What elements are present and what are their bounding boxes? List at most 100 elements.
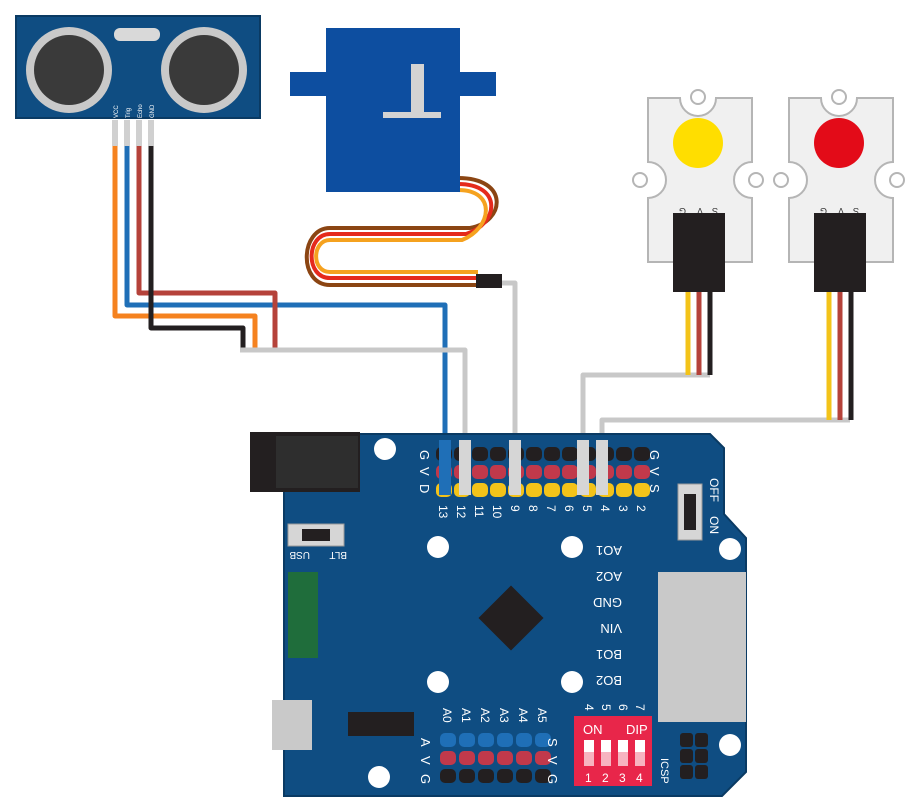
dip-bottom-number: 4	[636, 771, 643, 785]
header-vcc-pin	[526, 465, 542, 479]
led-red-connector	[814, 213, 866, 292]
right-label-ao2: AO2	[596, 569, 622, 584]
analog-signal-pin	[516, 733, 532, 747]
header-signal-pin	[616, 483, 632, 497]
usb-label: USB	[289, 549, 310, 560]
ultrasonic-echo-wire	[136, 145, 278, 350]
analog-vcc-pin	[516, 751, 532, 765]
header-vcc-pin	[544, 465, 560, 479]
analog-gnd-pin	[535, 769, 551, 783]
analog-pin-label: A0	[440, 708, 454, 723]
analog-pin-label: A2	[478, 708, 492, 723]
header-gnd-pin	[526, 447, 542, 461]
led-module-yellow: G V S	[632, 89, 764, 292]
servo-connector	[476, 274, 502, 288]
digital-pin-number: 3	[616, 505, 630, 512]
dip-top-number: 6	[616, 704, 630, 711]
header-signal-pin	[544, 483, 560, 497]
analog-gnd-pin	[497, 769, 513, 783]
dip-lever[interactable]	[601, 740, 611, 766]
analog-vcc-pin	[440, 751, 456, 765]
analog-pin-label: A4	[516, 708, 530, 723]
header-left-label-v: V	[417, 467, 432, 476]
analog-signal-pin	[535, 733, 551, 747]
digital-pin-number: 13	[436, 505, 450, 519]
icsp-pin	[695, 765, 708, 779]
ultrasonic-header-pins	[112, 120, 154, 146]
blt-label: BLT	[329, 549, 347, 560]
servo-cable-brown	[304, 176, 499, 287]
header-signal-pin	[526, 483, 542, 497]
led-yellow-connector	[673, 213, 725, 292]
digital-pin-number: 6	[562, 505, 576, 512]
dip-lever[interactable]	[635, 740, 645, 766]
led-module-red: G V S	[773, 89, 905, 292]
dip-bottom-number: 3	[619, 771, 626, 785]
digital-pin-number: 10	[490, 505, 504, 519]
digital-pin-number: 9	[508, 505, 522, 512]
header-vcc-pin	[616, 465, 632, 479]
digital-pin-number: 7	[544, 505, 558, 512]
ultrasonic-crystal	[114, 28, 160, 41]
analog-vcc-pin	[459, 751, 475, 765]
header-gnd-pin	[562, 447, 578, 461]
header-signal-pin	[490, 483, 506, 497]
header-wire-plugs	[459, 440, 608, 495]
header-left-label-g: G	[417, 450, 432, 460]
analog-vcc-pin	[478, 751, 494, 765]
ultrasonic-pin-label: GND	[150, 104, 156, 118]
dip-bottom-number: 1	[585, 771, 592, 785]
analog-gnd-pin	[459, 769, 475, 783]
right-label-ao1: AO1	[596, 543, 622, 558]
ultrasonic-vcc-wire	[112, 145, 258, 350]
header-left-label-d: D	[417, 484, 432, 493]
ultrasonic-pin-label: VCC	[114, 105, 120, 118]
dip-dip-label: DIP	[626, 722, 648, 737]
icsp-pin	[695, 733, 708, 747]
analog-signal-pin	[478, 733, 494, 747]
analog-vcc-pin	[497, 751, 513, 765]
dip-top-number: 7	[633, 704, 647, 711]
header-gnd-pin	[616, 447, 632, 461]
header-gnd-pin	[490, 447, 506, 461]
header-right-label-s: S	[647, 484, 662, 493]
digital-pin-number: 2	[634, 505, 648, 512]
analog-vcc-pin	[535, 751, 551, 765]
icsp-pin	[695, 749, 708, 763]
ultrasonic-pin-labels: VCC Trig Echo GND	[114, 104, 156, 118]
wires	[112, 145, 854, 490]
digital-pin-number: 4	[598, 505, 612, 512]
servo-cable-red	[309, 182, 494, 280]
led-yellow-pin-label: S	[712, 206, 718, 216]
dip-lever-knob	[618, 740, 628, 752]
analog-gnd-pin	[440, 769, 456, 783]
led-red-pin-label: V	[838, 206, 844, 216]
mounting-holes	[368, 438, 741, 788]
analog-pin-label: A3	[497, 708, 511, 723]
switch-on-label: ON	[707, 516, 721, 534]
bluetooth-module	[288, 572, 318, 658]
analog-signal-pin	[497, 733, 513, 747]
icsp-header	[680, 733, 708, 779]
servo-cable-orange	[314, 188, 488, 274]
icsp-label: ICSP	[658, 758, 670, 784]
dip-on-label: ON	[583, 722, 603, 737]
dip-lever[interactable]	[618, 740, 628, 766]
dip-top-number: 5	[599, 704, 613, 711]
analog-signal-pin	[459, 733, 475, 747]
analog-signal-pin	[440, 733, 456, 747]
voltage-regulator	[348, 712, 414, 736]
right-label-vin: VIN	[600, 621, 622, 636]
usb-port	[658, 572, 746, 722]
reset-button[interactable]	[272, 700, 312, 750]
analog-row-right-v: V	[545, 756, 560, 765]
dip-lever[interactable]	[584, 740, 594, 766]
led-yellow-bulb	[673, 118, 723, 168]
analog-gnd-pin	[478, 769, 494, 783]
